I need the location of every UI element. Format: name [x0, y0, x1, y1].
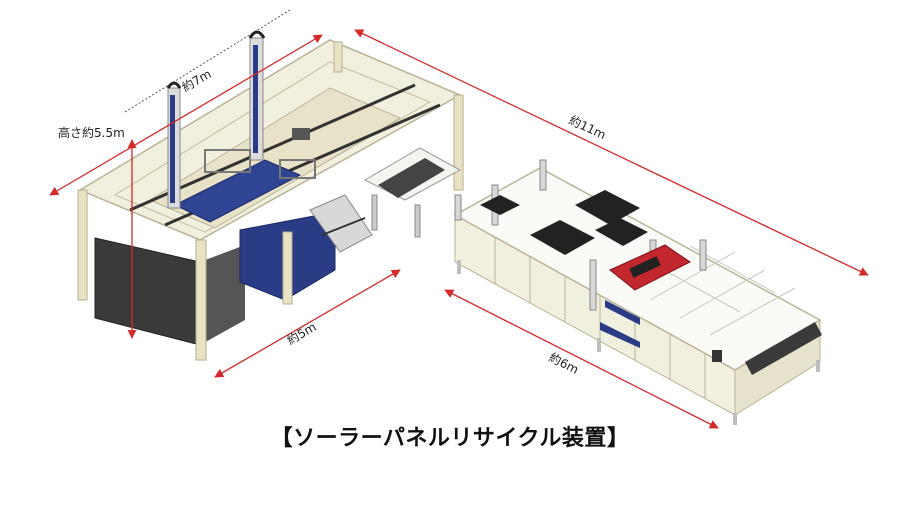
height-label: 高さ約5.5m	[58, 125, 125, 140]
length-a-label: 約7m	[179, 66, 214, 95]
length-c-label: 約11m	[567, 112, 609, 142]
length-b-label: 約5m	[284, 319, 319, 348]
length-a-arrow	[49, 34, 323, 196]
length-d-arrow	[444, 289, 719, 429]
length-c-arrow	[354, 29, 869, 276]
length-d-label: 約6m	[547, 349, 582, 377]
length-b-arrow	[214, 269, 401, 378]
transfer-conveyor	[363, 147, 462, 238]
figure-caption: 【ソーラーパネルリサイクル装置】	[270, 426, 630, 451]
dimension-arrows	[49, 29, 869, 429]
side-panel	[94, 237, 201, 346]
processing-line	[453, 159, 822, 425]
